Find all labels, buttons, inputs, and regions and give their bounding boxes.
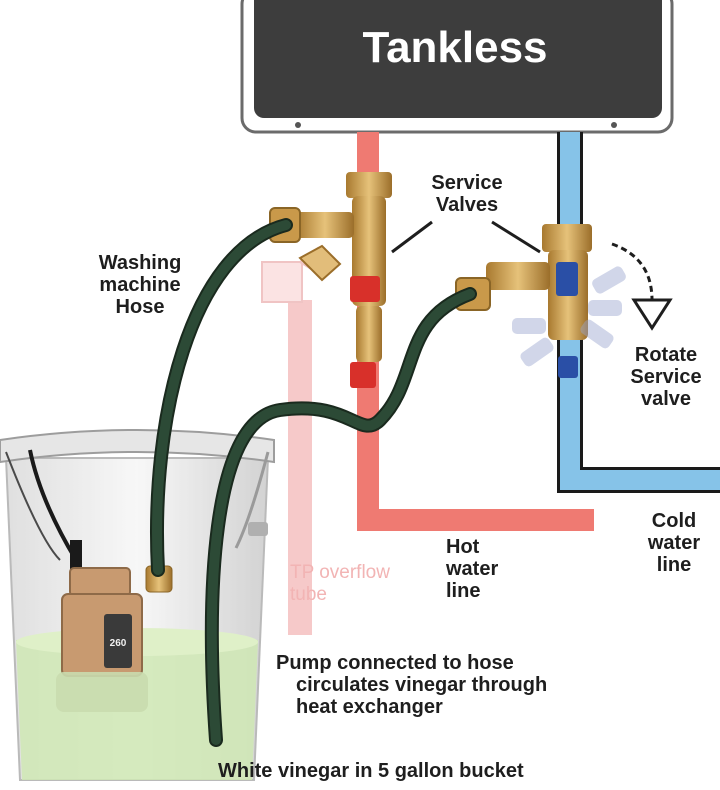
- heater-screw: [611, 122, 617, 128]
- service-valves-line: Service: [431, 172, 503, 194]
- cold-valve-side-port: [486, 262, 550, 290]
- pump-description-line: heat exchanger: [296, 696, 443, 718]
- hot-water-line: Hot: [446, 536, 480, 558]
- pump-cord-boot: [70, 540, 82, 570]
- heater-panel: [254, 0, 662, 118]
- hose-return-fill: [206, 289, 475, 745]
- hot-valve-nut: [346, 172, 392, 198]
- bucket-rim: [0, 429, 275, 464]
- rotate-valve-line: Rotate: [634, 344, 698, 366]
- hot-valve-drain-handle: [350, 362, 376, 388]
- pump-base: [56, 672, 148, 712]
- washing-hose-line: Washing: [98, 252, 182, 274]
- submersible-pump: 260: [28, 449, 173, 712]
- rotate-arrow-head: [631, 298, 673, 331]
- cold-water-line: water: [647, 532, 701, 554]
- washing-machine-hose: [150, 218, 477, 747]
- cold-valve-nut: [542, 224, 592, 252]
- service-valves-label: Service Valves: [412, 172, 522, 216]
- pump-display: 260: [110, 638, 127, 649]
- pump-description-line: Pump connected to hose: [276, 652, 514, 674]
- washing-hose-label: Washing machine Hose: [80, 252, 200, 318]
- service-valve-pointer-cold: [491, 220, 541, 254]
- bucket-handle-clip: [248, 522, 268, 536]
- service-valves-line: Valves: [435, 194, 499, 216]
- heater-screw: [295, 122, 301, 128]
- hot-water-line: line: [446, 580, 481, 602]
- tp-overflow-line: TP overflow: [290, 562, 390, 583]
- ghost-handle: [512, 318, 546, 334]
- rotate-arrow: [611, 242, 673, 331]
- ghost-handle: [588, 300, 622, 316]
- pump-description: Pump connected to hose circulates vinega…: [276, 652, 547, 718]
- tp-overflow-line: tube: [290, 584, 327, 605]
- ghost-handle: [520, 337, 554, 367]
- washing-hose-line: machine: [99, 274, 181, 296]
- bucket-handle: [5, 451, 61, 561]
- cold-valve-drain-handle: [558, 356, 578, 378]
- pump-top: [69, 567, 131, 597]
- pump-description-line: circulates vinegar through: [296, 674, 548, 696]
- hot-valve-side-port: [296, 212, 354, 238]
- rotate-valve-label: Rotate Service valve: [616, 344, 716, 410]
- cold-valve-handle: [556, 262, 578, 296]
- vinegar-caption: White vinegar in 5 gallon bucket: [218, 760, 524, 782]
- cold-water-line: line: [656, 554, 692, 576]
- cold-service-valve: [455, 224, 626, 378]
- hot-valve-handle: [350, 276, 380, 302]
- hot-valve-tp-lever: [298, 244, 342, 282]
- rotate-valve-line: valve: [640, 388, 692, 410]
- tp-overflow-label: TP overflow tube: [290, 562, 390, 606]
- hose-supply-fill: [152, 220, 291, 575]
- hot-water-line: water: [446, 558, 499, 580]
- rotation-ghost-handles: [512, 266, 626, 367]
- pump-cord: [28, 449, 78, 562]
- ghost-handle: [580, 319, 614, 349]
- tp-valve-ghost: [261, 261, 303, 303]
- tankless-title: Tankless: [362, 23, 548, 72]
- bucket-handle: [234, 451, 270, 549]
- washing-hose-line: Hose: [115, 296, 165, 318]
- service-valve-pointer-hot: [391, 220, 433, 254]
- hot-valve-lower-body: [356, 306, 382, 362]
- ghost-handle: [592, 266, 626, 294]
- cold-water-label: Cold water line: [634, 510, 714, 576]
- tankless-heater: [240, 0, 674, 134]
- tp-tube-pipe: [288, 300, 312, 635]
- pump-label-plate: [104, 614, 132, 668]
- hot-water-label: Hot water line: [446, 536, 498, 602]
- cold-water-line: Cold: [651, 510, 697, 532]
- rotate-valve-line: Service: [630, 366, 702, 388]
